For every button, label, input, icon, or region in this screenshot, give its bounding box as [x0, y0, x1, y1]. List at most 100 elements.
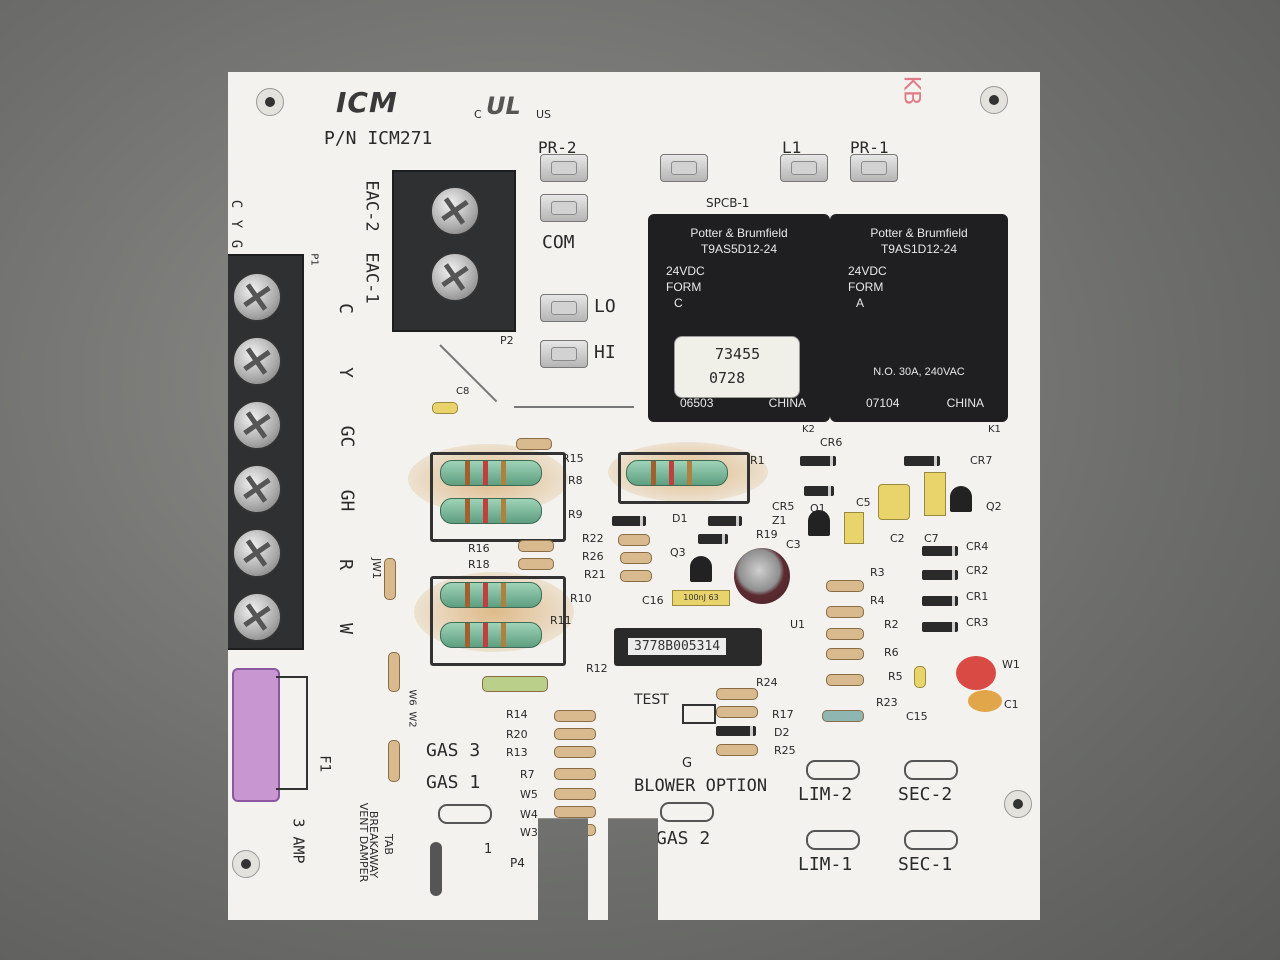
resistor-r6	[826, 648, 864, 660]
transistor-q3	[690, 556, 712, 582]
jumper-jw1[interactable]	[384, 558, 396, 600]
relay-k1-voltage: 24VDC	[848, 264, 887, 278]
resistor-r14	[554, 710, 596, 722]
sec2-slot[interactable]	[904, 760, 958, 780]
resistor-r18	[518, 558, 554, 570]
w2-label: W2	[406, 711, 418, 728]
r25-label: R25	[774, 744, 796, 757]
relay-k2-origin: CHINA	[768, 396, 806, 410]
terminal-screw-c[interactable]	[232, 272, 282, 322]
eac-screw-2[interactable]	[430, 186, 480, 236]
relay-k2-code: 06503	[680, 396, 714, 410]
r11-label: R11	[550, 614, 572, 627]
resistor-r8	[440, 460, 542, 486]
l1-tab[interactable]	[780, 154, 828, 182]
lim2-slot[interactable]	[806, 760, 860, 780]
jumper-w4[interactable]	[554, 806, 596, 818]
r2-label: R2	[884, 618, 899, 631]
cr4-label: CR4	[966, 540, 989, 553]
r23-label: R23	[876, 696, 898, 709]
c3-label: C3	[786, 538, 801, 551]
f1-label: F1	[316, 755, 333, 773]
resistor-r20	[554, 728, 596, 740]
w4-label: W4	[520, 808, 538, 821]
zener-z1	[708, 516, 742, 526]
relay-k1-model: T9AS1D12-24	[880, 242, 958, 256]
terminal-label-r: R	[334, 559, 356, 570]
terminal-screw-r[interactable]	[232, 528, 282, 578]
r19-label: R19	[756, 528, 778, 541]
resistor-r25	[716, 744, 758, 756]
pr2-tab[interactable]	[540, 154, 588, 182]
breakaway-label: BREAKAWAY	[367, 810, 381, 879]
fuse-rating-label: 3 AMP	[289, 818, 308, 864]
capacitor-c5	[844, 512, 864, 544]
breakaway-slot[interactable]	[430, 842, 442, 896]
d1-label: D1	[672, 512, 688, 525]
relay-k2-form-word: FORM	[666, 280, 702, 294]
eac-terminal-block	[392, 170, 516, 332]
test-pad[interactable]	[682, 704, 716, 724]
tab-unlabeled[interactable]	[660, 154, 708, 182]
gas3-label: GAS 3	[426, 740, 481, 761]
pr2-label: PR-2	[538, 138, 577, 157]
capacitor-c1	[968, 690, 1002, 712]
circuit-board: ICM P/N ICM271 C UL US KB C Y G P1 C Y G…	[228, 72, 1040, 920]
r4-label: R4	[870, 594, 885, 607]
pr1-tab[interactable]	[850, 154, 898, 182]
hi-tab[interactable]	[540, 340, 588, 368]
jumper-w2[interactable]	[388, 740, 400, 782]
r12-label: R12	[586, 662, 608, 675]
c16-label: C16	[642, 594, 664, 607]
gas1-label: GAS 1	[426, 772, 481, 793]
r9-label: R9	[568, 508, 583, 521]
q3-label: Q3	[670, 546, 686, 559]
mounting-hole-top-right	[980, 86, 1008, 114]
lo-tab[interactable]	[540, 294, 588, 322]
cert-c: C	[474, 108, 482, 121]
fuse-f1[interactable]	[232, 668, 280, 802]
jumper-w5[interactable]	[554, 788, 596, 800]
gas2-slot[interactable]	[660, 802, 714, 822]
diode-cr7	[904, 456, 940, 466]
com-tab[interactable]	[540, 194, 588, 222]
mounting-hole-bottom-left	[232, 850, 260, 878]
r1-label: R1	[750, 454, 765, 467]
resistor-r15	[516, 438, 552, 450]
u1-label: U1	[790, 618, 806, 631]
eac-screw-1[interactable]	[430, 252, 480, 302]
mounting-hole-top-left	[256, 88, 284, 116]
terminal-screw-w[interactable]	[232, 592, 282, 642]
terminal-screw-gh[interactable]	[232, 464, 282, 514]
jumper-w3[interactable]	[554, 824, 596, 836]
lim1-slot[interactable]	[806, 830, 860, 850]
r15-label: R15	[562, 452, 584, 465]
sec1-slot[interactable]	[904, 830, 958, 850]
header-label-y: Y	[228, 219, 245, 229]
resistor-r2	[826, 628, 864, 640]
resistor-r11	[440, 622, 542, 648]
relay-k1-origin: CHINA	[946, 396, 984, 410]
relay-k2-model: T9AS5D12-24	[700, 242, 778, 256]
g-label: G	[682, 756, 693, 771]
r17-label: R17	[772, 708, 794, 721]
resistor-frame	[430, 576, 566, 666]
sec2-label: SEC-2	[898, 784, 953, 805]
terminal-screw-gc[interactable]	[232, 400, 282, 450]
q1-label: Q1	[810, 502, 826, 515]
terminal-screw-y[interactable]	[232, 336, 282, 386]
com-label: COM	[542, 232, 575, 253]
diode-d2	[716, 726, 756, 736]
resistor-r9	[440, 498, 542, 524]
capacitor-c16: 100nJ 63	[672, 590, 730, 606]
w3-label: W3	[520, 826, 538, 839]
header-label-c: C	[228, 199, 245, 209]
jumper-w6[interactable]	[388, 652, 400, 692]
eac2-label: EAC-2	[361, 180, 382, 232]
gas1-slot[interactable]	[438, 804, 492, 824]
diode-cr5	[804, 486, 834, 496]
terminal-label-w: W	[334, 623, 356, 634]
corner-mark: KB	[898, 75, 924, 106]
k1-label: K1	[988, 424, 1001, 435]
q2-label: Q2	[986, 500, 1002, 513]
